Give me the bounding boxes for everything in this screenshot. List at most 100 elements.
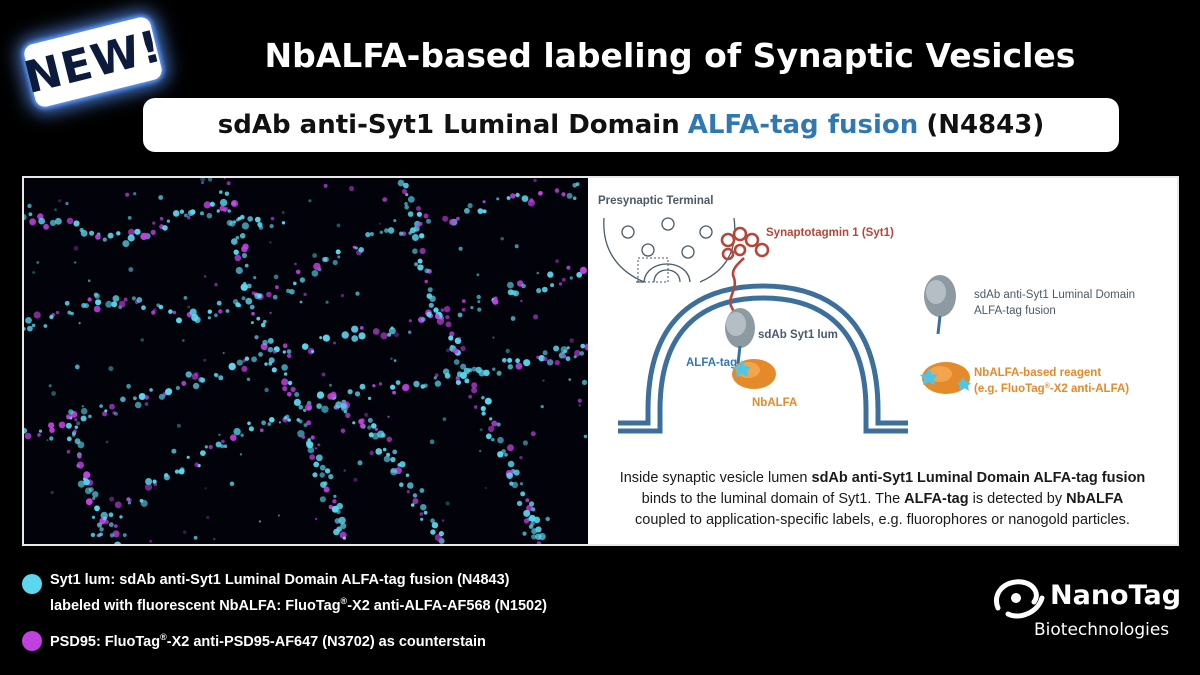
puncta bbox=[281, 221, 286, 225]
puncta bbox=[388, 327, 396, 335]
puncta bbox=[515, 362, 523, 370]
puncta bbox=[481, 411, 486, 416]
puncta bbox=[286, 349, 292, 354]
background-puncta bbox=[153, 308, 157, 312]
new-badge: NEW! bbox=[19, 15, 167, 109]
puncta bbox=[301, 343, 309, 350]
background-puncta bbox=[421, 317, 426, 322]
background-puncta bbox=[533, 178, 537, 183]
puncta bbox=[473, 405, 478, 409]
puncta bbox=[507, 281, 514, 289]
puncta bbox=[68, 409, 74, 415]
background-puncta bbox=[222, 352, 225, 354]
puncta bbox=[122, 240, 130, 248]
puncta bbox=[27, 325, 33, 332]
background-puncta bbox=[128, 498, 132, 502]
background-puncta bbox=[323, 183, 328, 188]
puncta bbox=[414, 262, 419, 267]
background-puncta bbox=[390, 357, 393, 360]
puncta bbox=[200, 211, 204, 216]
puncta bbox=[245, 297, 253, 305]
puncta bbox=[65, 414, 72, 420]
puncta bbox=[235, 235, 240, 240]
puncta bbox=[102, 411, 108, 417]
puncta bbox=[207, 316, 211, 320]
legend-sdab-line1: sdAb anti-Syt1 Luminal Domain bbox=[974, 289, 1135, 301]
puncta bbox=[468, 394, 473, 399]
puncta bbox=[529, 501, 535, 507]
puncta bbox=[281, 378, 289, 386]
background-puncta bbox=[183, 530, 187, 534]
background-puncta bbox=[583, 434, 588, 439]
background-puncta bbox=[336, 223, 341, 228]
puncta bbox=[189, 308, 197, 316]
puncta bbox=[541, 286, 548, 293]
puncta bbox=[89, 230, 95, 236]
puncta bbox=[309, 454, 316, 460]
background-puncta bbox=[455, 376, 460, 381]
puncta bbox=[128, 228, 135, 236]
puncta bbox=[358, 247, 365, 253]
background-puncta bbox=[581, 379, 588, 385]
puncta bbox=[136, 297, 143, 303]
puncta bbox=[358, 418, 364, 425]
puncta bbox=[194, 462, 199, 467]
puncta bbox=[566, 265, 571, 270]
puncta bbox=[305, 440, 312, 446]
puncta bbox=[445, 315, 450, 320]
puncta bbox=[162, 225, 168, 231]
puncta bbox=[467, 203, 473, 209]
puncta bbox=[412, 498, 419, 505]
puncta bbox=[488, 425, 495, 433]
puncta bbox=[141, 305, 146, 311]
puncta bbox=[74, 438, 81, 445]
puncta bbox=[483, 369, 490, 376]
puncta bbox=[430, 529, 436, 535]
puncta bbox=[235, 302, 241, 308]
puncta bbox=[412, 493, 418, 498]
vesicle-membrane bbox=[618, 283, 908, 426]
puncta bbox=[423, 213, 429, 219]
puncta bbox=[434, 373, 439, 378]
puncta bbox=[501, 449, 506, 454]
puncta bbox=[251, 311, 255, 316]
background-puncta bbox=[450, 345, 454, 348]
puncta bbox=[579, 351, 585, 356]
puncta bbox=[507, 444, 514, 452]
background-puncta bbox=[214, 282, 218, 287]
background-puncta bbox=[340, 428, 346, 434]
puncta bbox=[416, 206, 421, 211]
puncta bbox=[114, 541, 122, 544]
background-puncta bbox=[393, 219, 397, 223]
puncta bbox=[310, 435, 315, 440]
puncta bbox=[407, 482, 414, 489]
puncta bbox=[401, 188, 408, 195]
background-puncta bbox=[76, 421, 81, 426]
puncta bbox=[267, 346, 274, 353]
puncta bbox=[99, 404, 103, 408]
diagram-caption: Inside synaptic vesicle lumen sdAb anti-… bbox=[588, 468, 1177, 531]
background-puncta bbox=[258, 520, 262, 523]
puncta bbox=[94, 505, 100, 512]
background-puncta bbox=[32, 271, 35, 274]
puncta bbox=[145, 478, 153, 485]
background-puncta bbox=[294, 262, 297, 266]
background-puncta bbox=[27, 203, 32, 209]
puncta bbox=[453, 359, 460, 365]
puncta bbox=[477, 300, 481, 304]
puncta bbox=[179, 209, 185, 214]
puncta bbox=[520, 491, 526, 497]
puncta bbox=[558, 282, 563, 286]
puncta bbox=[327, 393, 334, 400]
puncta bbox=[49, 219, 57, 226]
puncta bbox=[523, 518, 530, 524]
puncta bbox=[411, 234, 419, 241]
puncta bbox=[575, 182, 580, 187]
background-puncta bbox=[277, 514, 280, 517]
puncta bbox=[397, 179, 405, 187]
puncta bbox=[485, 433, 492, 440]
caption-text-2: binds to the luminal domain of Syt1. The bbox=[641, 491, 905, 507]
puncta bbox=[192, 382, 200, 390]
background-puncta bbox=[479, 428, 483, 432]
caption-text-3: is detected by bbox=[968, 491, 1067, 507]
